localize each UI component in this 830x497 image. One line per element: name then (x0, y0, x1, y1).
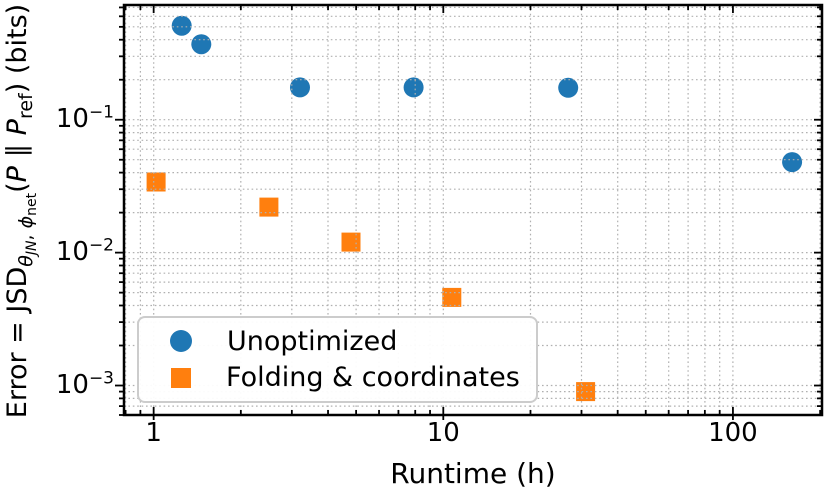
data-point-square (576, 382, 596, 402)
y-axis-label: Error = JSDθJN, ϕnet(P ∥ Pref) (bits) (2, 3, 40, 419)
data-point-square (341, 232, 361, 252)
data-point-circle (403, 77, 424, 98)
legend-item-unoptimized: Unoptimized (139, 323, 536, 359)
y-tick-label: 10−1 (55, 102, 114, 134)
legend: Unoptimized Folding & coordinates (137, 316, 538, 403)
data-point-circle (191, 34, 212, 55)
x-tick-label: 10 (426, 418, 460, 448)
axes-spines (122, 3, 824, 417)
legend-marker-circle-icon (170, 330, 192, 353)
data-point-square (259, 197, 279, 217)
x-tick-label: 100 (708, 418, 758, 448)
x-tick-label: 1 (145, 418, 162, 448)
legend-label: Folding & coordinates (226, 362, 520, 394)
legend-item-folding-coordinates: Folding & coordinates (139, 360, 536, 396)
legend-label: Unoptimized (227, 325, 398, 357)
data-point-circle (290, 77, 310, 98)
data-point-circle (171, 15, 192, 36)
y-tick-label: 10−2 (55, 234, 114, 267)
data-point-square (146, 172, 166, 192)
data-point-circle (558, 77, 579, 98)
y-tick-label: 10−3 (55, 367, 114, 400)
data-point-circle (782, 152, 803, 173)
legend-marker-square-icon (171, 367, 191, 388)
series-unoptimized (171, 15, 803, 173)
data-point-square (442, 287, 462, 307)
x-axis-label: Runtime (h) (390, 457, 556, 490)
series-folding-coordinates (146, 172, 596, 402)
